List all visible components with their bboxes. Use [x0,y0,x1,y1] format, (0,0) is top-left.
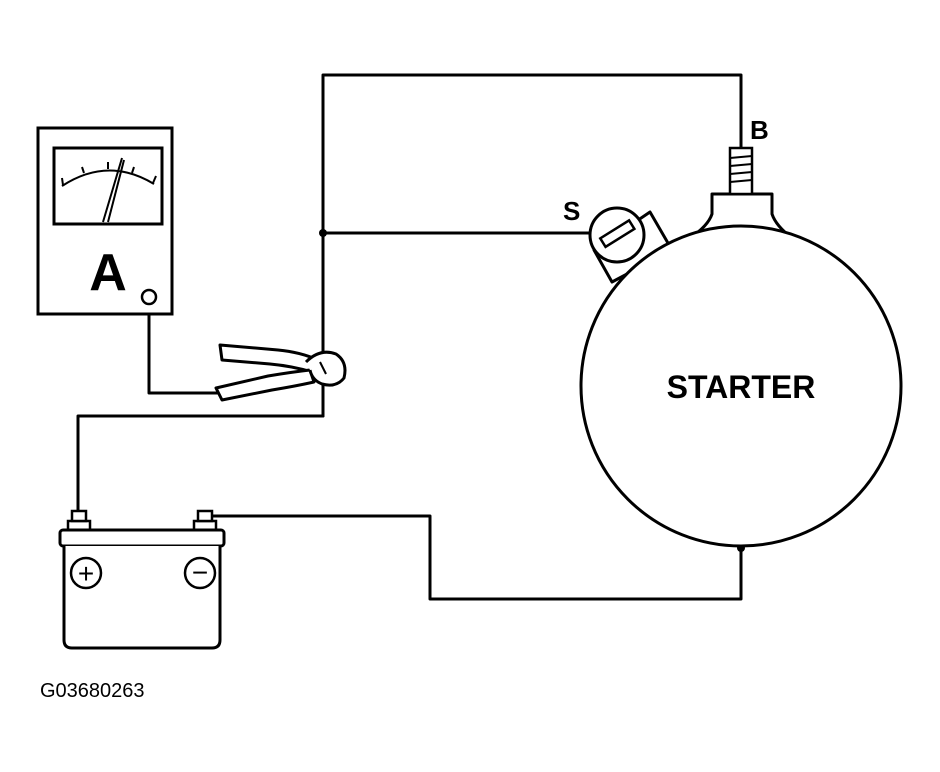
starter-label: STARTER [667,369,816,405]
s-terminal-slot [598,218,637,249]
b-terminal-label: B [750,115,769,145]
clamp-jaw [304,350,347,387]
ammeter-scale-ticks [61,162,157,186]
battery: + − [58,509,226,650]
battery-positive-post-cap [70,509,88,523]
ammeter: A [36,126,174,316]
wire-battery-positive [76,414,325,515]
wire-top-to-b-terminal [321,73,743,418]
clamp-lower-handle [214,368,316,402]
negative-symbol: − [192,557,208,588]
battery-negative-post-cap [196,509,214,523]
starter-body [579,224,903,548]
clamp-upper-handle [218,343,320,374]
wire-ammeter-lead [147,301,214,395]
s-terminal-label: S [563,196,580,226]
clamp-probe [204,343,347,402]
starter-motor: STARTER [579,146,903,548]
battery-lid [58,528,226,548]
junction-dot [319,229,327,237]
ammeter-terminal [140,288,158,306]
positive-symbol: + [78,558,94,589]
figure-id: G03680263 [40,680,145,702]
battery-positive-cap [69,556,103,590]
ammeter-dial-window [52,146,164,226]
b-terminal-stud [728,146,754,196]
battery-case [62,546,222,650]
ammeter-label: A [89,244,127,302]
battery-negative-cap [183,556,217,590]
ammeter-scale-arc [61,169,155,187]
ammeter-needle [102,157,125,223]
b-terminal-threads [729,155,753,183]
